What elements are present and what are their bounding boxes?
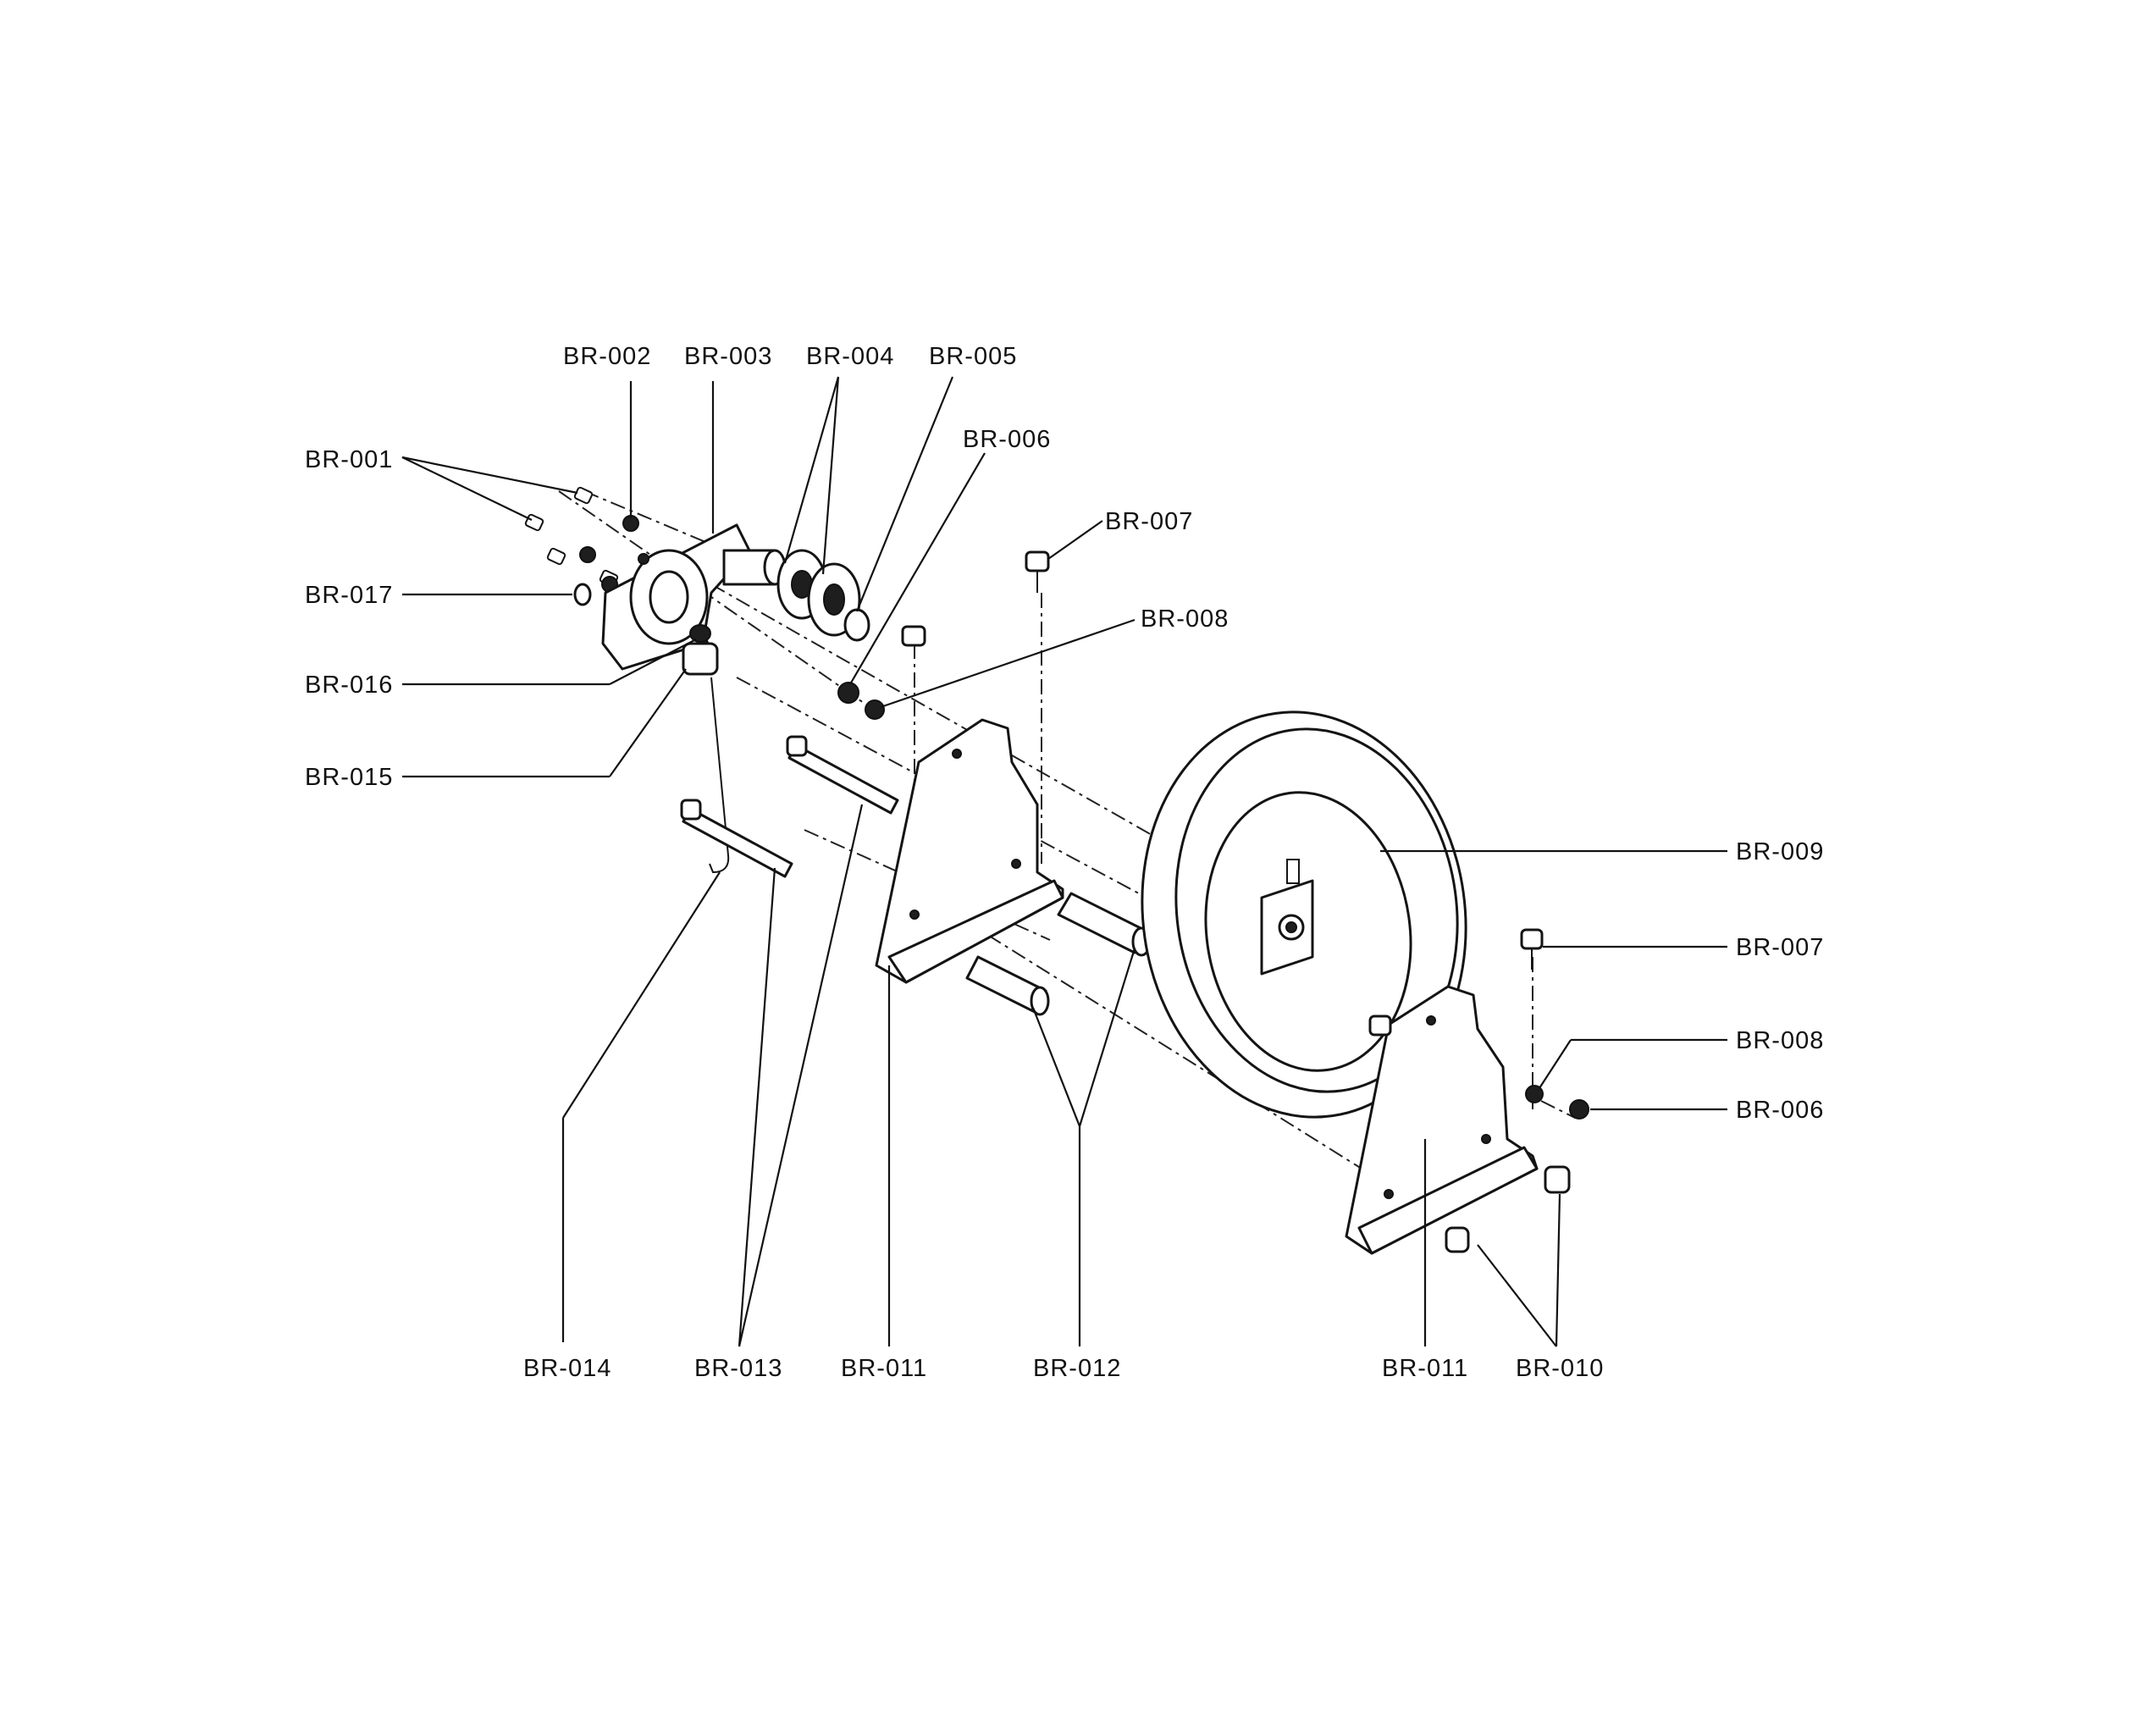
nut-br006-right (1569, 1099, 1589, 1120)
bracket-br011-left (875, 718, 1064, 984)
bearing-br004 (722, 549, 861, 637)
callout-br006-top: BR-006 (963, 426, 1051, 453)
callout-br007-top: BR-007 (1105, 508, 1193, 535)
callout-br008-top: BR-008 (1141, 605, 1229, 633)
bracket-br011-right (1345, 985, 1539, 1255)
callout-br003: BR-003 (684, 343, 772, 370)
bolt-right-bracket (1368, 1015, 1392, 1037)
callout-br001: BR-001 (305, 446, 393, 473)
callout-br014: BR-014 (523, 1355, 611, 1382)
callout-br012: BR-012 (1033, 1355, 1121, 1382)
callout-br013: BR-013 (694, 1355, 782, 1382)
bolt-br007-upper (1025, 550, 1050, 593)
washer-br008-right (1525, 1085, 1544, 1103)
ring-br017 (573, 583, 592, 606)
fitting-br016 (682, 624, 719, 676)
callout-br009: BR-009 (1736, 838, 1824, 865)
leader-lines (401, 376, 1727, 1347)
nut-br006-upper (837, 682, 859, 704)
callout-labels: BR-001 BR-002 BR-003 BR-004 BR-005 BR-00… (305, 343, 1824, 1382)
nut-br010 (1445, 1165, 1571, 1253)
bolt-left-bracket (901, 625, 926, 647)
rod-br013 (680, 735, 899, 878)
bolt-br007-right (1520, 928, 1544, 970)
bolt-br001 (524, 486, 619, 588)
callout-br006-right: BR-006 (1736, 1097, 1824, 1124)
callout-br017: BR-017 (305, 582, 393, 609)
callout-br004: BR-004 (806, 343, 894, 370)
callout-br016: BR-016 (305, 672, 393, 699)
callout-br008-right: BR-008 (1736, 1027, 1824, 1054)
callout-br011-left: BR-011 (841, 1355, 927, 1382)
callout-br002: BR-002 (563, 343, 651, 370)
washer-br008-upper (865, 699, 885, 720)
callout-br010: BR-010 (1516, 1355, 1604, 1382)
bearing-plate-br003 (601, 523, 751, 671)
callout-br005: BR-005 (929, 343, 1017, 370)
assembly-drawing (524, 486, 1589, 1255)
ring-br005 (843, 608, 870, 642)
callout-br015: BR-015 (305, 764, 393, 791)
callout-br007-right: BR-007 (1736, 934, 1824, 961)
callout-br011-right: BR-011 (1382, 1355, 1468, 1382)
